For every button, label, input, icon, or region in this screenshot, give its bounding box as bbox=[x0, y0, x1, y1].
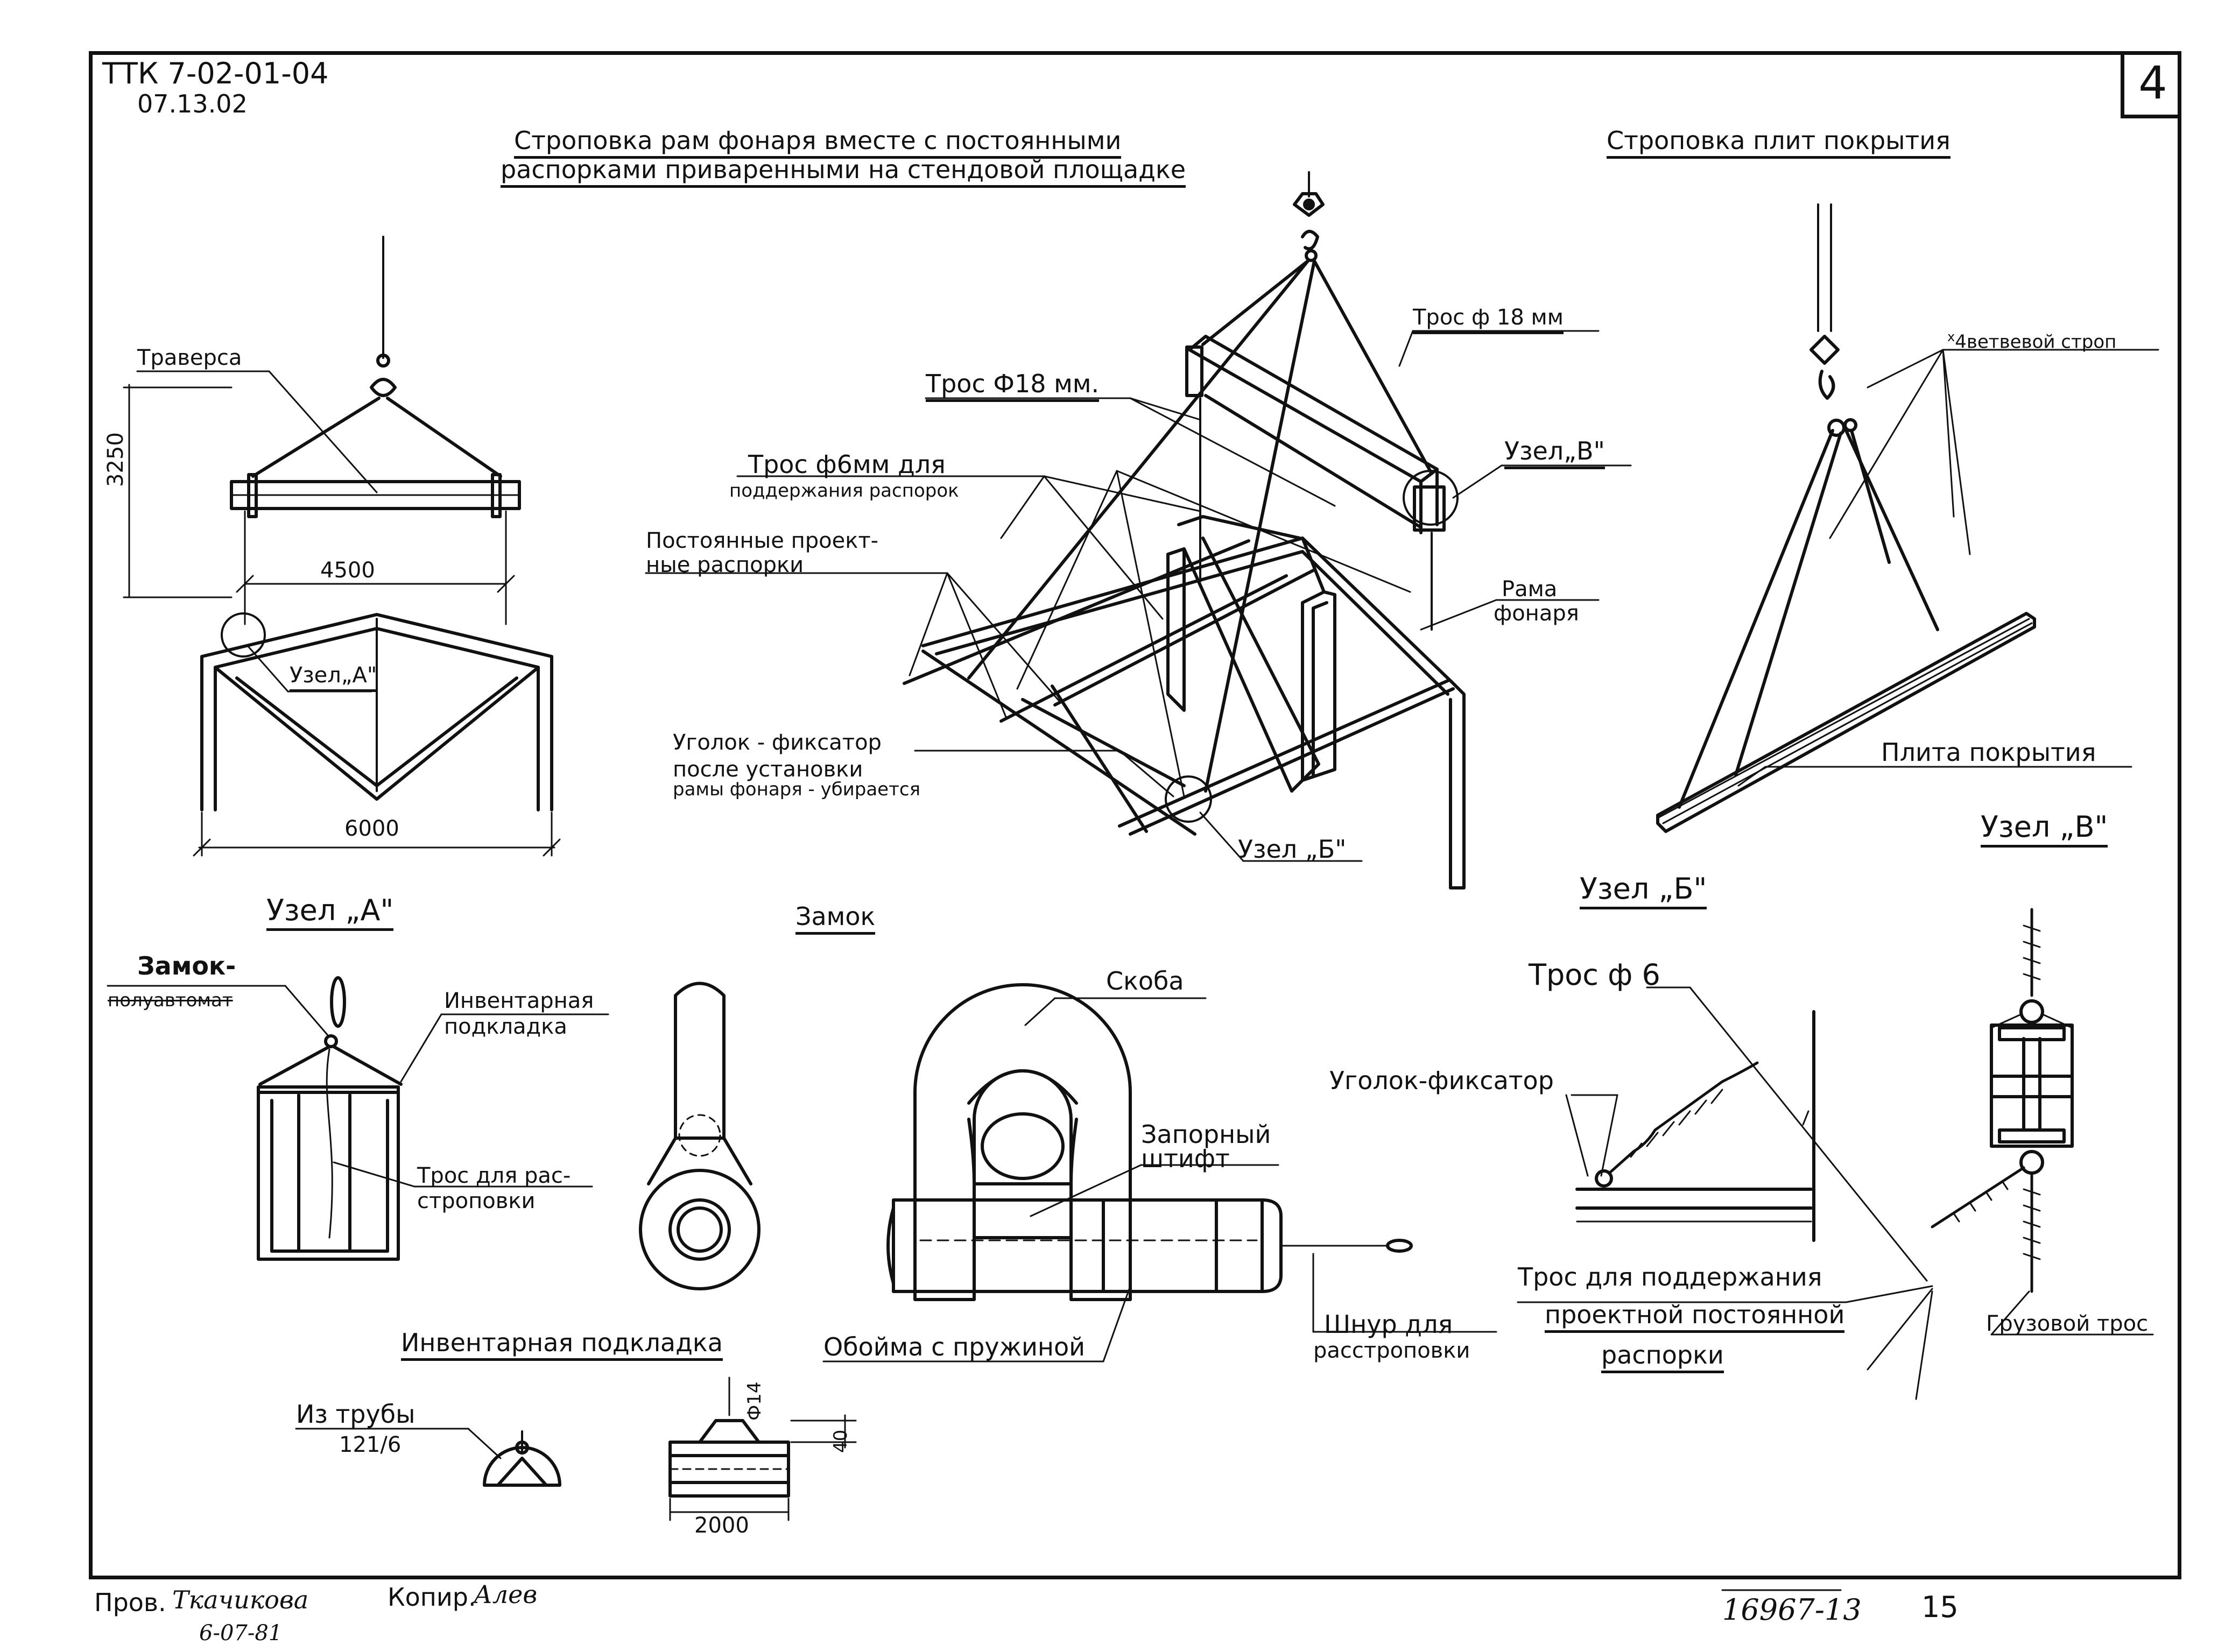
pipe-label-line2: 121/6 bbox=[339, 1432, 402, 1457]
support-rope-line3: распорки bbox=[1601, 1343, 1724, 1373]
pad-view bbox=[295, 1376, 857, 1521]
lock-title: Замок bbox=[795, 904, 876, 935]
page-number: 15 bbox=[1921, 1590, 1959, 1624]
pad-length-dim: 2000 bbox=[694, 1513, 749, 1538]
spring-cage-label: Обойма с пружиной bbox=[823, 1332, 1085, 1361]
locking-pin-line2: штифт bbox=[1141, 1144, 1230, 1173]
node-v-callout: Узел„В" bbox=[1504, 439, 1605, 469]
struts-label-line2: ные распорки bbox=[646, 553, 804, 577]
angle-label-line3: рамы фонаря - убирается bbox=[673, 779, 921, 800]
slab-view bbox=[1656, 203, 2159, 833]
node-v-view bbox=[1931, 908, 2154, 1336]
lantern-title-line2: распорками приваренными на стендовой пло… bbox=[501, 157, 1186, 188]
cargo-rope-label: Грузовой трос bbox=[1986, 1311, 2149, 1336]
struts-label-line1: Постоянные проект- bbox=[646, 528, 879, 553]
checked-signature: Ткачикова bbox=[172, 1585, 309, 1614]
support-rope-line1: Трос для поддержания bbox=[1518, 1262, 1822, 1291]
locking-pin-line1: Запорный bbox=[1141, 1120, 1271, 1149]
lantern-title-line1: Строповка рам фонаря вместе с постоянным… bbox=[514, 128, 1122, 159]
node-b-title: Узел „Б" bbox=[1580, 874, 1707, 909]
angle-fixer-label: Уголок-фиксатор bbox=[1329, 1066, 1554, 1095]
release-rope-line2: строповки bbox=[417, 1189, 536, 1213]
release-cord-line1: Шнур для bbox=[1324, 1310, 1453, 1339]
dim-span-4500: 4500 bbox=[320, 558, 375, 583]
checked-label: Пров. bbox=[94, 1588, 166, 1617]
rope-18mm-label-a: Трос Ф18 мм. bbox=[926, 371, 1100, 402]
pad-rod-dim: Ф14 bbox=[744, 1381, 765, 1421]
album-number: 16967-13 bbox=[1722, 1593, 1862, 1627]
lantern-frame-view bbox=[645, 171, 1632, 889]
slab-title: Строповка плит покрытия bbox=[1607, 128, 1951, 159]
rope-6mm-label-line2: поддержания распорок bbox=[729, 480, 959, 502]
frame-label-line2: фонаря bbox=[1494, 601, 1579, 626]
inventory-pad-line1: Инвентарная bbox=[444, 989, 594, 1013]
sling-label-text: 4ветвевой строп bbox=[1955, 331, 2117, 353]
node-b-callout: Узел „Б" bbox=[1238, 835, 1347, 864]
sling-superscript: х bbox=[1947, 329, 1955, 344]
shackle-label: Скоба bbox=[1106, 966, 1184, 996]
lock-view bbox=[639, 982, 1497, 1362]
pad-height-dim: 40 bbox=[830, 1429, 851, 1453]
pad-title: Инвентарная подкладка bbox=[401, 1330, 723, 1361]
dim-height-3250: 3250 bbox=[103, 432, 128, 487]
angle-label-line1: Уголок - фиксатор bbox=[673, 730, 882, 755]
sling-label: х4ветвевой строп bbox=[1947, 330, 2116, 351]
slab-label: Плита покрытия bbox=[1881, 738, 2096, 767]
drawing-frame bbox=[89, 51, 2181, 1579]
node-a-title: Узел „А" bbox=[266, 896, 394, 931]
traverse-label: Траверса bbox=[137, 345, 242, 370]
rope-6-label: Трос ф 6 bbox=[1529, 958, 1660, 992]
copied-label: Копир. bbox=[388, 1583, 476, 1612]
node-v-title: Узел „В" bbox=[1981, 813, 2108, 848]
checked-date: 6-07-81 bbox=[199, 1621, 283, 1646]
doc-code: ТТК 7-02-01-04 bbox=[102, 57, 329, 90]
dim-span-6000: 6000 bbox=[344, 816, 399, 841]
release-rope-line1: Трос для рас- bbox=[417, 1163, 571, 1188]
node-a-callout: Узел„А" bbox=[290, 665, 377, 692]
support-rope-line2: проектной постоянной bbox=[1545, 1302, 1845, 1333]
doc-date: 07.13.02 bbox=[137, 89, 248, 118]
semi-auto-lock-line2: полуавтомат bbox=[108, 990, 233, 1011]
angle-label-line2: после установки bbox=[673, 757, 863, 782]
release-cord-line2: расстроповки bbox=[1313, 1338, 1470, 1363]
semi-auto-lock-line1: Замок- bbox=[137, 951, 236, 980]
sheet-number: 4 bbox=[2138, 57, 2167, 109]
inventory-pad-line2: подкладка bbox=[444, 1014, 567, 1039]
frame-label-line1: Рама bbox=[1502, 577, 1558, 602]
sheet-number-box: 4 bbox=[2121, 51, 2181, 118]
pipe-label-line1: Из трубы bbox=[296, 1400, 416, 1429]
rope-18mm-label-b: Трос ф 18 мм bbox=[1413, 307, 1564, 334]
copied-signature: Алев bbox=[474, 1580, 538, 1609]
traverse-view bbox=[123, 236, 561, 857]
rope-6mm-label-line1: Трос ф6мм для bbox=[748, 450, 946, 479]
node-a-view bbox=[107, 976, 609, 1261]
node-b-view bbox=[1517, 986, 1933, 1400]
